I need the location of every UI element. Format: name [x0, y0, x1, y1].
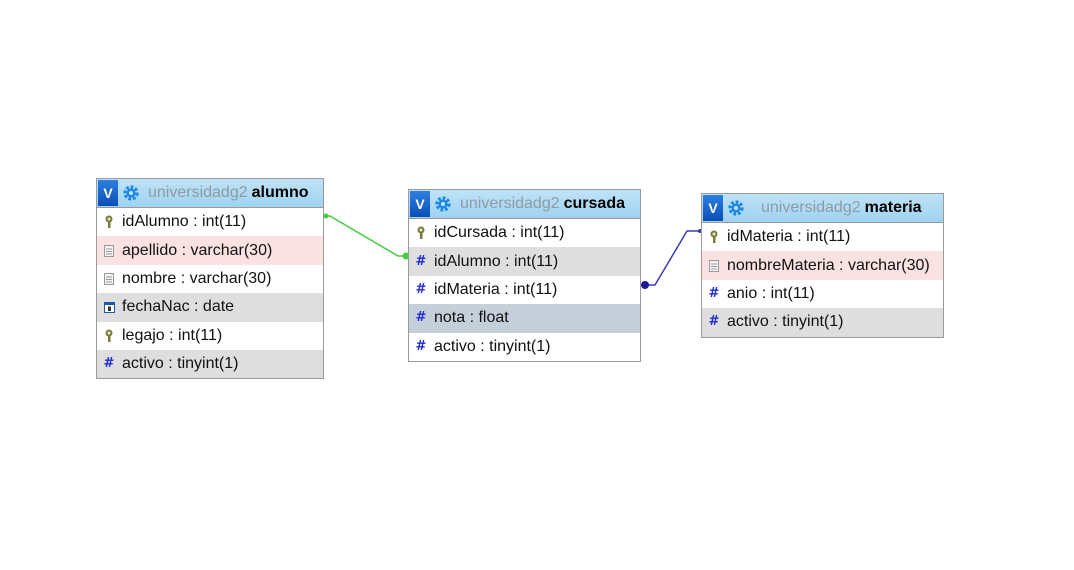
table-header[interactable]: V universidadg2 cursada: [409, 190, 640, 219]
column-row[interactable]: fechaNac : date: [97, 293, 323, 322]
gear-icon[interactable]: [122, 184, 140, 202]
hash-icon: #: [415, 253, 427, 269]
column-label: fechaNac : date: [122, 298, 235, 316]
key-icon: [103, 215, 115, 229]
table-name: materia: [864, 199, 922, 216]
database-name: universidadg2: [148, 184, 248, 201]
column-label: nombre : varchar(30): [122, 269, 272, 287]
toggle-columns-button[interactable]: V: [703, 195, 723, 221]
hash-icon: #: [708, 285, 720, 301]
date-icon: [103, 300, 115, 314]
gear-icon[interactable]: [727, 199, 745, 217]
column-label: idMateria : int(11): [434, 280, 558, 298]
key-icon: [103, 329, 115, 343]
column-row[interactable]: # activo : tinyint(1): [702, 308, 943, 337]
column-label: idAlumno : int(11): [122, 213, 247, 231]
gear-icon[interactable]: [434, 195, 452, 213]
database-name: universidadg2: [460, 195, 560, 212]
relation-alumno-cursada[interactable]: [323, 213, 410, 260]
column-row[interactable]: legajo : int(11): [97, 321, 323, 350]
table-cursada[interactable]: V universidadg2 cursada idCursada : int(…: [408, 189, 641, 362]
column-label: nombreMateria : varchar(30): [727, 256, 930, 274]
column-row[interactable]: nombre : varchar(30): [97, 264, 323, 294]
column-label: activo : tinyint(1): [434, 337, 551, 355]
column-label: anio : int(11): [727, 284, 815, 302]
column-row[interactable]: apellido : varchar(30): [97, 236, 323, 265]
hash-icon: #: [415, 281, 427, 297]
key-icon: [415, 226, 427, 240]
toggle-columns-button[interactable]: V: [98, 180, 118, 206]
column-label: idMateria : int(11): [727, 228, 851, 246]
text-icon: [708, 259, 720, 273]
column-label: legajo : int(11): [122, 326, 223, 344]
text-icon: [103, 244, 115, 258]
database-name: universidadg2: [761, 199, 861, 216]
table-name: alumno: [251, 184, 309, 201]
column-row[interactable]: # activo : tinyint(1): [409, 332, 640, 361]
table-header[interactable]: V universidadg2 materia: [702, 194, 943, 223]
toggle-columns-button[interactable]: V: [410, 191, 430, 217]
table-name: cursada: [563, 195, 625, 212]
column-label: idAlumno : int(11): [434, 252, 559, 270]
relation-cursada-materia[interactable]: [641, 229, 702, 289]
table-materia[interactable]: V universidadg2 materia idMateria : int(…: [701, 193, 944, 338]
text-icon: [103, 272, 115, 286]
column-row[interactable]: idCursada : int(11): [409, 219, 640, 248]
table-header[interactable]: V universidadg2 alumno: [97, 179, 323, 208]
column-row[interactable]: # anio : int(11): [702, 279, 943, 309]
column-row[interactable]: # nota : float: [409, 304, 640, 333]
column-row[interactable]: # idAlumno : int(11): [409, 247, 640, 276]
column-row[interactable]: idAlumno : int(11): [97, 208, 323, 237]
hash-icon: #: [415, 338, 427, 354]
column-label: activo : tinyint(1): [727, 313, 844, 331]
column-label: activo : tinyint(1): [122, 355, 239, 373]
column-row[interactable]: nombreMateria : varchar(30): [702, 251, 943, 280]
hash-icon: #: [708, 314, 720, 330]
column-row[interactable]: # activo : tinyint(1): [97, 349, 323, 379]
column-label: apellido : varchar(30): [122, 241, 273, 259]
column-label: nota : float: [434, 309, 509, 327]
column-row[interactable]: # idMateria : int(11): [409, 275, 640, 305]
column-label: idCursada : int(11): [434, 224, 565, 242]
column-row[interactable]: idMateria : int(11): [702, 223, 943, 252]
hash-icon: #: [103, 356, 115, 372]
table-alumno[interactable]: V universidadg2 alumno idAlumno : int(11…: [96, 178, 324, 380]
key-icon: [708, 230, 720, 244]
hash-icon: #: [415, 310, 427, 326]
